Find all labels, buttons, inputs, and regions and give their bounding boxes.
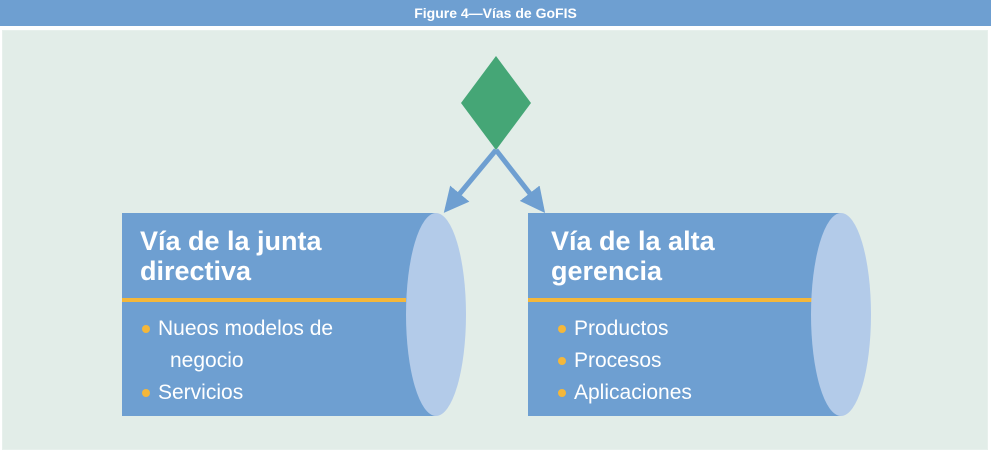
- list-item: Nueos modelos de: [140, 313, 333, 345]
- right-divider: [528, 298, 812, 302]
- right-title-line1: Vía de la alta: [551, 226, 715, 256]
- right-pillar-cylinder: [528, 213, 871, 416]
- decision-diamond: [461, 56, 531, 150]
- right-cylinder-end: [811, 213, 871, 416]
- left-bullet-list: Nueos modelos de negocio Servicios: [140, 313, 333, 409]
- right-pillar-title: Vía de la alta gerencia: [551, 226, 715, 286]
- right-title-line2: gerencia: [551, 256, 663, 286]
- list-item: Procesos: [556, 345, 692, 377]
- arrow-left: [443, 148, 498, 213]
- left-cylinder-end: [406, 213, 466, 416]
- figure-caption: Figure 4—Vías de GoFIS: [0, 0, 991, 26]
- arrow-right: [494, 148, 546, 213]
- right-bullet-list: Productos Procesos Aplicaciones: [556, 313, 692, 409]
- list-item: Aplicaciones: [556, 377, 692, 409]
- left-title-line2: directiva: [140, 256, 252, 286]
- list-item-continuation: negocio: [170, 349, 244, 372]
- left-divider: [122, 298, 406, 302]
- list-item: Productos: [556, 313, 692, 345]
- left-pillar-title: Vía de la junta directiva: [140, 226, 322, 286]
- figure-caption-text: Figure 4—Vías de GoFIS: [414, 5, 577, 21]
- left-title-line1: Vía de la junta: [140, 226, 322, 256]
- list-item: Servicios: [140, 377, 333, 409]
- left-pillar-cylinder: [122, 213, 466, 416]
